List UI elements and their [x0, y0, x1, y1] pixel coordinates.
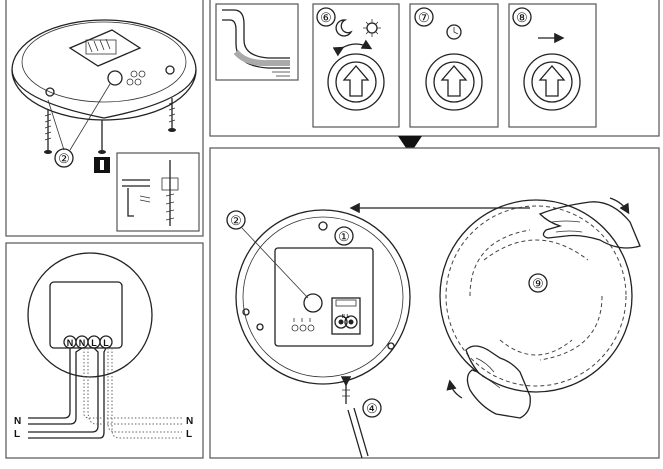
callout-screw-hole-top: ② — [58, 151, 70, 166]
cable-inset — [215, 3, 299, 81]
panel-cover-assembly: ILL ② ① ④ — [209, 147, 660, 459]
callout-mode-day-night: ⑥ — [320, 10, 332, 25]
screw-middle — [98, 120, 106, 154]
panel-mounting: ② — [5, 0, 204, 237]
terminal-label: N — [79, 338, 86, 348]
terminal-block — [68, 29, 142, 67]
pcb-terminals: ILL — [331, 297, 361, 335]
wire-label-left-l: L — [14, 429, 20, 440]
terminal-label: L — [103, 338, 109, 348]
callout-diffuser: ⑨ — [532, 276, 544, 291]
step-down-arrow — [398, 136, 422, 154]
wire-label-right-n: N — [186, 416, 193, 427]
mode-day-night: ⑥ — [312, 3, 400, 128]
hand-top-right — [538, 201, 641, 249]
rotate-arrow-bottom — [446, 379, 463, 399]
terminal-label: N — [67, 338, 74, 348]
mini-switch-group — [291, 318, 315, 332]
panel-wiring: N N L L N L N L — [5, 242, 204, 459]
wall-plug-inset — [116, 152, 200, 232]
panel-modes: ⑥ ⑦ ⑧ — [209, 0, 660, 154]
terminal-label: L — [91, 338, 97, 348]
mode-timer: ⑦ — [409, 3, 499, 128]
callout-screwdriver: ④ — [366, 401, 378, 416]
hand-bottom-left — [465, 345, 531, 419]
wire-label-right-l: L — [186, 429, 192, 440]
wire-label-left-n: N — [14, 416, 21, 427]
screw-left — [44, 110, 52, 154]
rotate-arrow-top — [609, 197, 630, 215]
screwdriver — [340, 376, 369, 459]
callout-mode-motion: ⑧ — [516, 10, 528, 25]
pcb-marking: ILL — [342, 314, 350, 320]
sun-icon — [363, 19, 381, 37]
callout-cover-glass: ② — [230, 213, 242, 228]
mode-motion: ⑧ — [508, 3, 597, 128]
callout-mode-timer: ⑦ — [418, 10, 430, 25]
callout-screw: ① — [338, 229, 350, 244]
moon-icon — [335, 19, 353, 37]
sensor-lens — [303, 293, 323, 313]
callout-circle — [54, 148, 74, 168]
screw-right — [168, 98, 176, 132]
diffuser-cover: ⑨ — [439, 199, 633, 393]
clock-icon — [446, 24, 462, 40]
